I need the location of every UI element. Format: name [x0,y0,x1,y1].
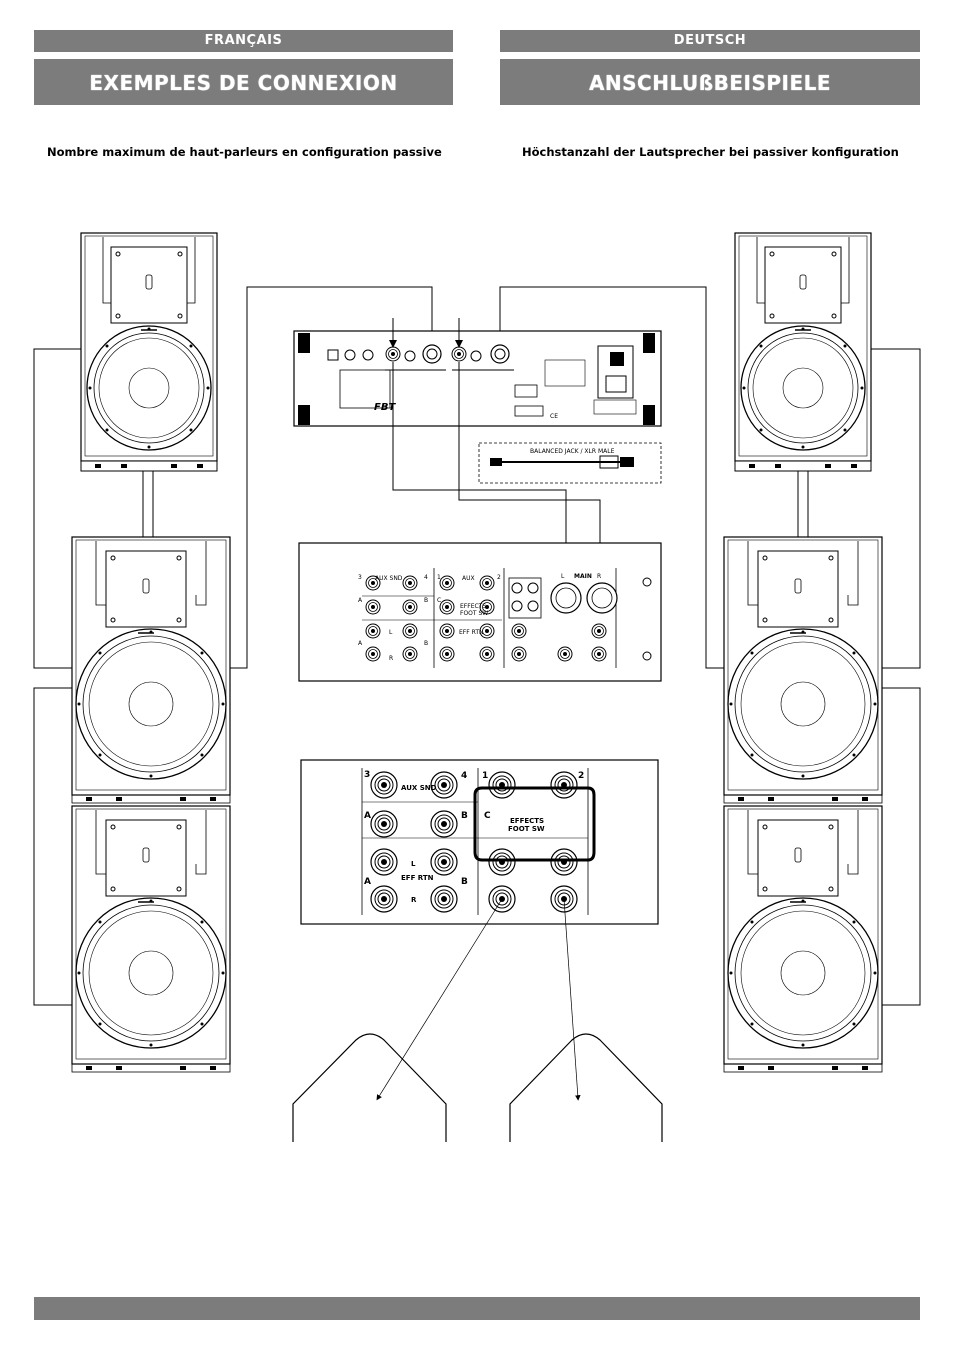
zoom-foot-sw: FOOT SW [508,825,545,833]
mixer-main: MAIN [574,573,592,580]
zoom-l: L [411,860,416,868]
zoom-ch2: 2 [578,771,584,781]
right-top-speaker [734,232,872,472]
mixer-b-top: B [424,597,428,604]
zoom-eff-rtn: EFF RTN [401,874,434,882]
mixer-aux-snd: AUX SND [375,575,403,582]
section-title-french: EXEMPLES DE CONNEXION [34,59,453,105]
zoom-effects: EFFECTS [510,817,544,825]
amplifier-rear-panel: FBT CE [293,318,662,427]
mixer-a-bottom: A [358,640,363,647]
mixer-c: C [437,597,441,604]
mixer-aux: AUX [462,575,475,582]
section-title-german: ANSCHLUßBEISPIELE [500,59,920,105]
right-middle-speaker [723,536,883,804]
left-speaker-cables [33,286,433,1006]
zoom-aux-snd: AUX SND [401,784,437,792]
left-middle-speaker [71,536,231,804]
zoom-r: R [411,896,417,904]
zoom-a-bottom: A [364,877,371,887]
mixer-rear-panel: 3 AUX SND 4 1 AUX 2 A B C EFFECTS FOOT S… [298,542,662,682]
mixer-effects: EFFECTS [460,603,486,610]
right-speaker-cables [499,286,921,1006]
zoom-b-top: B [461,811,468,821]
floor-monitor-left [292,1033,447,1142]
left-top-speaker [80,232,218,472]
zoom-a-top: A [364,811,371,821]
amp-to-mixer-cables [392,362,601,576]
floor-monitor-right [509,1033,663,1142]
footer-bar [34,1297,920,1320]
zoom-c: C [484,811,491,821]
left-speaker-pole [142,470,154,538]
mixer-main-l: L [561,573,565,580]
right-speaker-pole [797,470,809,538]
mixer-l: L [389,629,393,636]
subtitle-french: Nombre maximum de haut-parleurs en confi… [47,145,442,159]
language-bar-german: DEUTSCH [500,30,920,52]
ce-mark: CE [550,413,558,420]
right-bottom-speaker [723,805,883,1073]
mixer-ch2: 2 [497,574,501,581]
language-bar-french: FRANÇAIS [34,30,453,52]
zoom-b-bottom: B [461,877,468,887]
mixer-b-bottom: B [424,640,428,647]
mixer-foot-sw: FOOT SW [460,610,488,617]
left-bottom-speaker [71,805,231,1073]
mixer-ch3: 3 [358,574,362,581]
mixer-a-top: A [358,597,363,604]
zoom-ch1: 1 [482,771,488,781]
mixer-main-r: R [597,573,601,580]
cable-label: BALANCED JACK / XLR MALE [530,448,615,455]
cable-illustration: BALANCED JACK / XLR MALE [478,442,662,484]
zoom-ch3: 3 [364,770,370,780]
subtitle-german: Höchstanzahl der Lautsprecher bei passiv… [522,145,899,159]
zoom-ch4: 4 [461,771,467,781]
zoom-panel: 3 AUX SND 4 1 2 A B C EFFECTS FOOT SW L … [300,759,659,925]
mixer-ch4: 4 [424,574,428,581]
amplifier-brand: FBT [374,402,396,413]
mixer-ch1: 1 [437,574,441,581]
mixer-eff-rtn: EFF RTN [459,629,484,636]
mixer-r: R [389,655,393,662]
